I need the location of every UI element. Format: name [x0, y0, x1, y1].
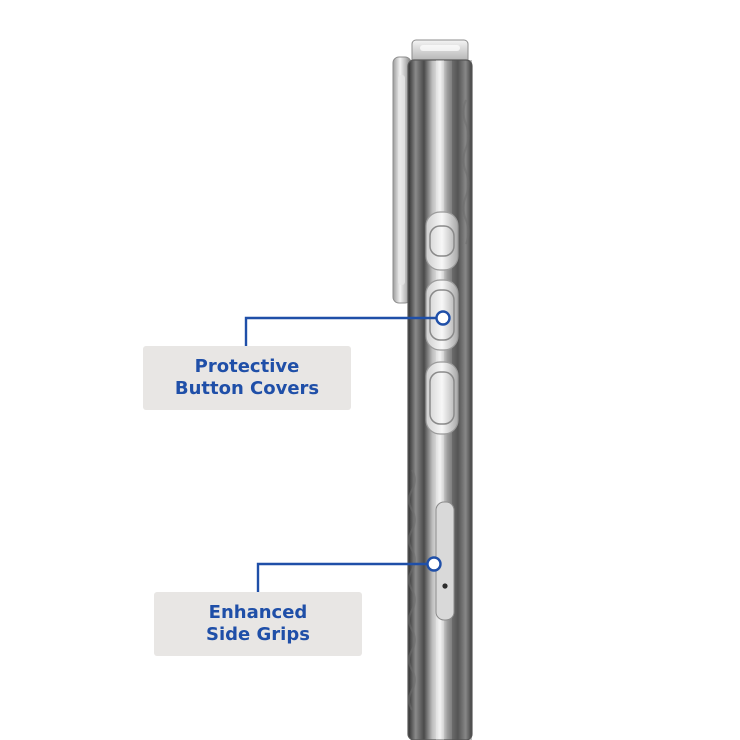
callout-protective-button-covers: Protective Button Covers — [143, 346, 351, 410]
camera-bump — [392, 56, 412, 304]
callout-line: Side Grips — [206, 624, 310, 645]
callout-line: Enhanced — [208, 602, 308, 623]
side-grip-texture — [408, 99, 470, 711]
callout-enhanced-side-grips: Enhanced Side Grips — [154, 592, 362, 656]
callout-leader-buttons — [244, 310, 451, 346]
callout-leader-grips — [256, 556, 442, 592]
callout-line: Protective — [194, 356, 300, 377]
button-cover-icon — [425, 211, 459, 435]
callout-line: Button Covers — [174, 378, 320, 399]
